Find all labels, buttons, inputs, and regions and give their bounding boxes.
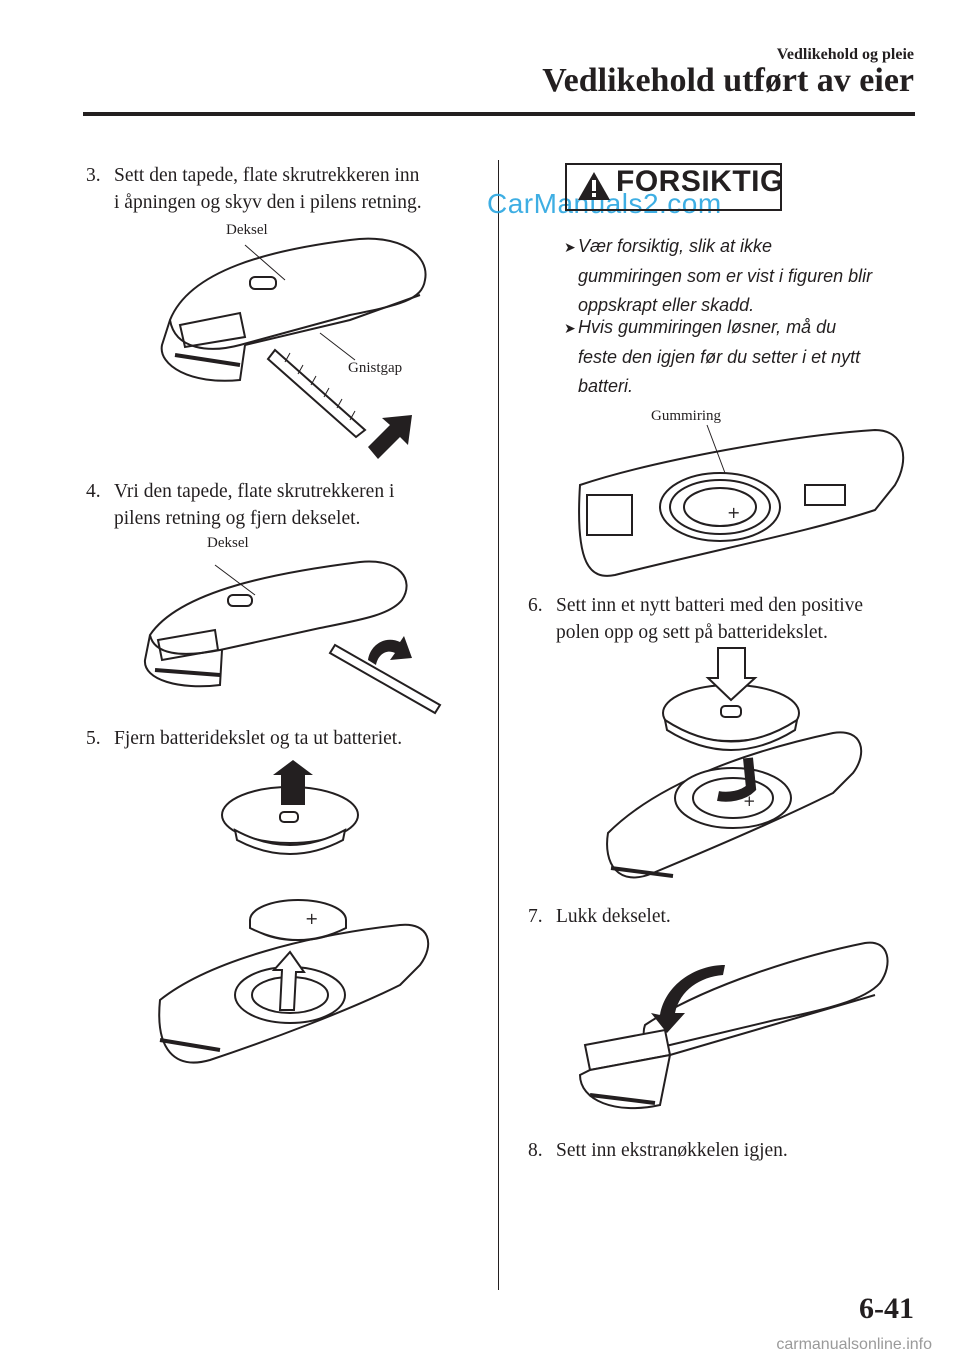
bullet-line1: Hvis gummiringen løsner, må du: [578, 317, 837, 337]
label-deksel-1: Deksel: [226, 222, 268, 238]
header-rule: [83, 112, 915, 116]
illustration-battery-cover-removal: [221, 760, 359, 855]
step-7: 7. Lukk dekselet.: [528, 903, 671, 930]
illustration-key-fob-screwdriver-insert: [160, 237, 427, 459]
section-name: Vedlikehold og pleie: [776, 46, 914, 63]
illustration-rubber-ring: +: [578, 424, 905, 577]
step-text-line1: Lukk dekselet.: [556, 906, 671, 927]
step-number: 4.: [86, 481, 101, 502]
step-4: 4.Vri den tapede, flate skrutrekkeren i …: [86, 478, 394, 532]
label-deksel-2: Deksel: [207, 535, 249, 551]
warning-bullet-1: ➤Vær forsiktig, slik at ikke gummiringen…: [564, 232, 872, 320]
bullet-line2: gummiringen som er vist i figuren blir: [578, 266, 873, 286]
step-number: 7.: [528, 906, 543, 927]
step-text-line2: i åpningen og skyv den i pilens retning.: [114, 192, 422, 213]
step-number: 3.: [86, 165, 101, 186]
step-text-line2: pilens retning og fjern dekselet.: [114, 508, 361, 529]
step-text-line1: Sett den tapede, flate skrutrekkeren inn: [114, 165, 420, 186]
step-text-line1: Sett inn et nytt batteri med den positiv…: [556, 595, 864, 616]
bullet-line3: oppskrapt eller skadd.: [578, 295, 755, 315]
bullet-line3: batteri.: [578, 376, 634, 396]
step-5: 5. Fjern batteridekslet og ta ut batterie…: [86, 725, 402, 752]
svg-text:+: +: [727, 503, 740, 522]
svg-text:+: +: [305, 909, 318, 928]
step-text-line2: polen opp og sett på batteridekslet.: [556, 622, 828, 643]
page-number: 6-41: [859, 1292, 914, 1325]
label-gnistgap: Gnistgap: [348, 360, 403, 376]
step-number: 6.: [528, 595, 543, 616]
warning-title: FORSIKTIG: [616, 165, 784, 198]
bullet-arrow-icon: ➤: [564, 320, 576, 336]
step-text-line1: Sett inn ekstranøkkelen igjen.: [556, 1140, 788, 1161]
step-text-line1: Vri den tapede, flate skrutrekkeren i: [114, 481, 395, 502]
illustration-key-fob-screwdriver-twist: [143, 560, 442, 715]
step-3: 3. Sett den tapede, flate skrutrekkeren i…: [86, 162, 422, 216]
page-title: Vedlikehold utført av eier: [542, 62, 914, 99]
label-gummiring: Gummiring: [651, 408, 721, 424]
illustration-close-cover: [578, 941, 889, 1110]
step-6: 6. Sett inn et nytt batteri med den posit…: [528, 592, 863, 646]
warning-triangle-icon: [578, 172, 610, 200]
warning-box: [565, 163, 782, 211]
step-number: 8.: [528, 1140, 543, 1161]
bullet-line1: Vær forsiktig, slik at ikke: [578, 236, 773, 256]
step-8: 8. Sett inn ekstranøkkelen igjen.: [528, 1137, 788, 1164]
footer-watermark: carmanualsonline.info: [776, 1336, 932, 1353]
warning-bullet-2: ➤Hvis gummiringen løsner, må du feste de…: [564, 313, 860, 401]
svg-text:+: +: [743, 792, 756, 810]
column-divider: [498, 160, 499, 1290]
bullet-arrow-icon: ➤: [564, 239, 576, 255]
step-number: 5.: [86, 728, 101, 749]
illustration-battery-removal: +: [158, 899, 430, 1064]
bullet-line2: feste den igjen før du setter i et nytt: [578, 347, 861, 367]
illustration-battery-insert: +: [606, 647, 863, 879]
step-text-line1: Fjern batteridekslet og ta ut batteriet.: [114, 728, 403, 749]
